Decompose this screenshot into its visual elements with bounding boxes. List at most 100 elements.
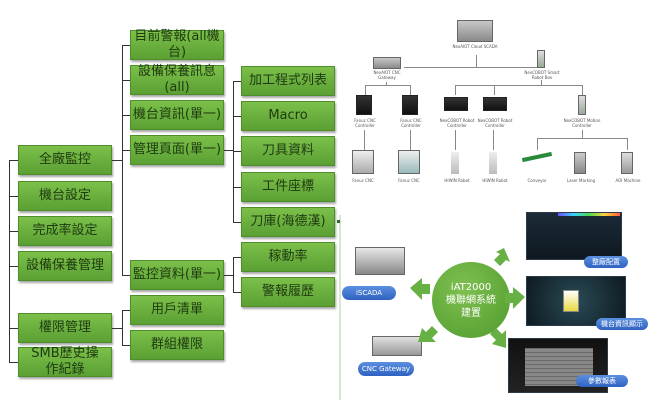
tree-node-plant-monitor: 全廠監控 [18,145,112,175]
conveyor-icon [521,151,553,163]
tree-connector [9,328,18,329]
tree-node-machine-settings: 機台設定 [18,181,112,211]
tree-connector [122,275,130,276]
parameter-report-label: 參數報表 [576,375,628,387]
network-link [537,138,538,150]
network-node-label: Fanuc CNC [398,178,420,183]
fanuc-controller-icon [356,95,372,115]
network-node-label: AOI Machine [615,178,641,183]
tree-node-alarm-history: 警報履歷 [241,277,335,307]
network-link [386,82,387,85]
network-link [455,85,456,95]
network-link [476,55,477,67]
tree-node-program-list: 加工程式列表 [241,66,335,96]
tree-node-tool-data: 刀具資料 [241,136,335,166]
tree-node-current-alarms: 目前警報(all機台) [130,29,224,60]
tree-node-maintenance-info: 設備保養訊息(all) [130,64,224,95]
network-node-label: Fanuc CNC Controller [354,118,376,128]
plant-layout-label: 整廠配置 [584,256,628,268]
tree-connector [122,310,130,311]
section-divider [339,215,341,400]
robot-arm-icon [451,152,459,174]
screen-colorbar [558,213,620,216]
hub-circle: iAT2000 機聯網系統 建置 [432,262,510,338]
cloud-scada-device-icon [457,20,493,42]
tree-node-machine-info: 機台資訊(單一) [130,100,224,130]
arrow-down-right-icon [490,328,506,348]
network-link [404,67,542,68]
tree-connector [122,345,130,346]
hub-title: iAT2000 [450,281,492,293]
tree-connector [122,310,123,345]
iscada-device-icon [355,247,405,275]
tree-node-smb-history: SMB歷史操作紀錄 [18,346,112,377]
hub-arrows [410,248,525,348]
robot-controller-icon [444,97,468,111]
network-link [455,130,456,150]
network-link [364,130,365,150]
tree-connector [122,80,130,81]
network-node-label: Fanuc CNC Controller [400,118,422,128]
tree-node-maintenance-mgmt: 設備保養管理 [18,251,112,281]
tree-connector [122,45,123,275]
tree-connector [9,362,18,363]
network-node-label: NexAIOT Cloud SCADA [452,44,498,49]
smart-robot-box-device-icon [537,50,545,68]
tree-node-monitor-data: 監控資料(單一) [130,260,224,290]
tree-connector [122,115,130,116]
tree-connector [233,116,241,117]
laser-marking-icon [574,152,586,174]
motion-controller-icon [578,95,586,115]
plant-layout-screenshot [526,212,622,260]
tree-connector [233,81,241,82]
network-link [365,85,411,86]
tree-node-utilization: 稼動率 [241,242,335,272]
robot-arm-icon [489,152,497,174]
arrow-left-icon [410,278,430,300]
iscada-label: iSCADA [342,286,396,300]
tree-connector [224,275,234,276]
tree-node-workpiece-coords: 工件座標 [241,172,335,202]
machine-3d-icon [563,290,579,312]
network-link [455,85,583,86]
cnc-machine-icon [352,150,374,174]
tree-node-tool-magazine: 刀庫(海德漢) [241,207,335,237]
tree-node-macro: Macro [241,101,335,131]
network-link [494,85,495,95]
network-node-label: NexCOBOT Motion Controller [563,118,601,128]
network-node-label: NexCOBOT Robot Controller [477,118,513,128]
tree-connector [122,150,130,151]
network-link [627,138,628,150]
tree-connector [9,231,18,232]
tree-connector [233,222,241,223]
tree-connector [233,257,241,258]
tree-connector [224,150,234,151]
tree-node-user-list: 用戶清單 [130,295,224,325]
network-link [493,130,494,150]
hub-line2: 機聯網系統 [446,294,496,306]
hub-line3: 建置 [461,307,481,319]
tree-connector [233,187,241,188]
network-node-label: NexAIOT CNC Gateway [373,70,401,80]
network-link [410,85,411,95]
network-node-label: Laser Marking [566,178,596,183]
tree-connector [233,292,241,293]
tree-connector [122,45,130,46]
arrow-down-left-icon [418,326,438,342]
network-node-label: Conveyor [527,178,547,183]
tree-connector [9,160,10,363]
tree-connector [9,196,18,197]
network-link [365,85,366,95]
divider-marker [337,220,340,223]
network-node-label: Fanuc CNC [352,178,374,183]
fanuc-controller-icon [402,95,418,115]
network-node-label: NexCOBOT Smart Robot Box [524,70,560,80]
robot-controller-icon [483,97,507,111]
arrow-up-right-icon [494,248,510,266]
tree-node-completion-settings: 完成率設定 [18,216,112,246]
network-link [537,138,628,139]
network-node-label: NexCOBOT Robot Controller [439,118,475,128]
tree-node-permission-mgmt: 權限管理 [18,313,112,343]
tree-node-management-page: 管理頁面(單一) [130,135,224,165]
tree-connector [112,160,122,161]
